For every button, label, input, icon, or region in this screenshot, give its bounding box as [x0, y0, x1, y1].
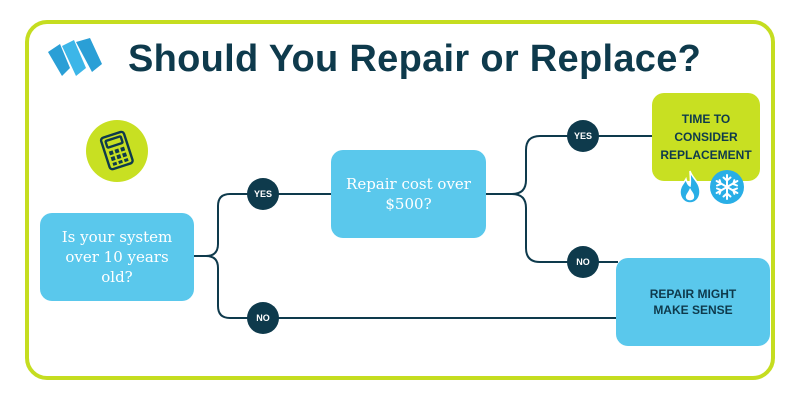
flame-icon	[679, 170, 701, 204]
node-system-age-label: Is your system over 10 years old?	[61, 228, 173, 286]
connector-yes-1	[205, 193, 334, 257]
node-repair: REPAIR MIGHT MAKE SENSE	[616, 258, 770, 346]
node-repair-cost: Repair cost over $500?	[331, 150, 486, 238]
node-replacement: TIME TO CONSIDER REPLACEMENT	[652, 93, 760, 181]
snowflake-icon	[710, 170, 744, 204]
connector-no-1	[205, 255, 618, 319]
node-repair-label: REPAIR MIGHT MAKE SENSE	[649, 287, 737, 317]
node-system-age: Is your system over 10 years old?	[40, 213, 194, 301]
page-title: Should You Repair or Replace?	[128, 38, 702, 80]
calculator-icon	[99, 130, 134, 171]
calculator-badge	[86, 120, 148, 182]
edge-label-yes-1: YES	[247, 178, 279, 210]
edge-label-no-1: NO	[247, 302, 279, 334]
edge-label-no-2: NO	[567, 246, 599, 278]
edge-label-yes-2: YES	[567, 120, 599, 152]
node-repair-cost-label: Repair cost over $500?	[346, 175, 471, 213]
brand-logo-icon	[48, 38, 102, 76]
connector-yes-2	[511, 135, 652, 195]
connector-no-2	[511, 193, 618, 263]
node-replacement-label: TIME TO CONSIDER REPLACEMENT	[660, 112, 752, 162]
